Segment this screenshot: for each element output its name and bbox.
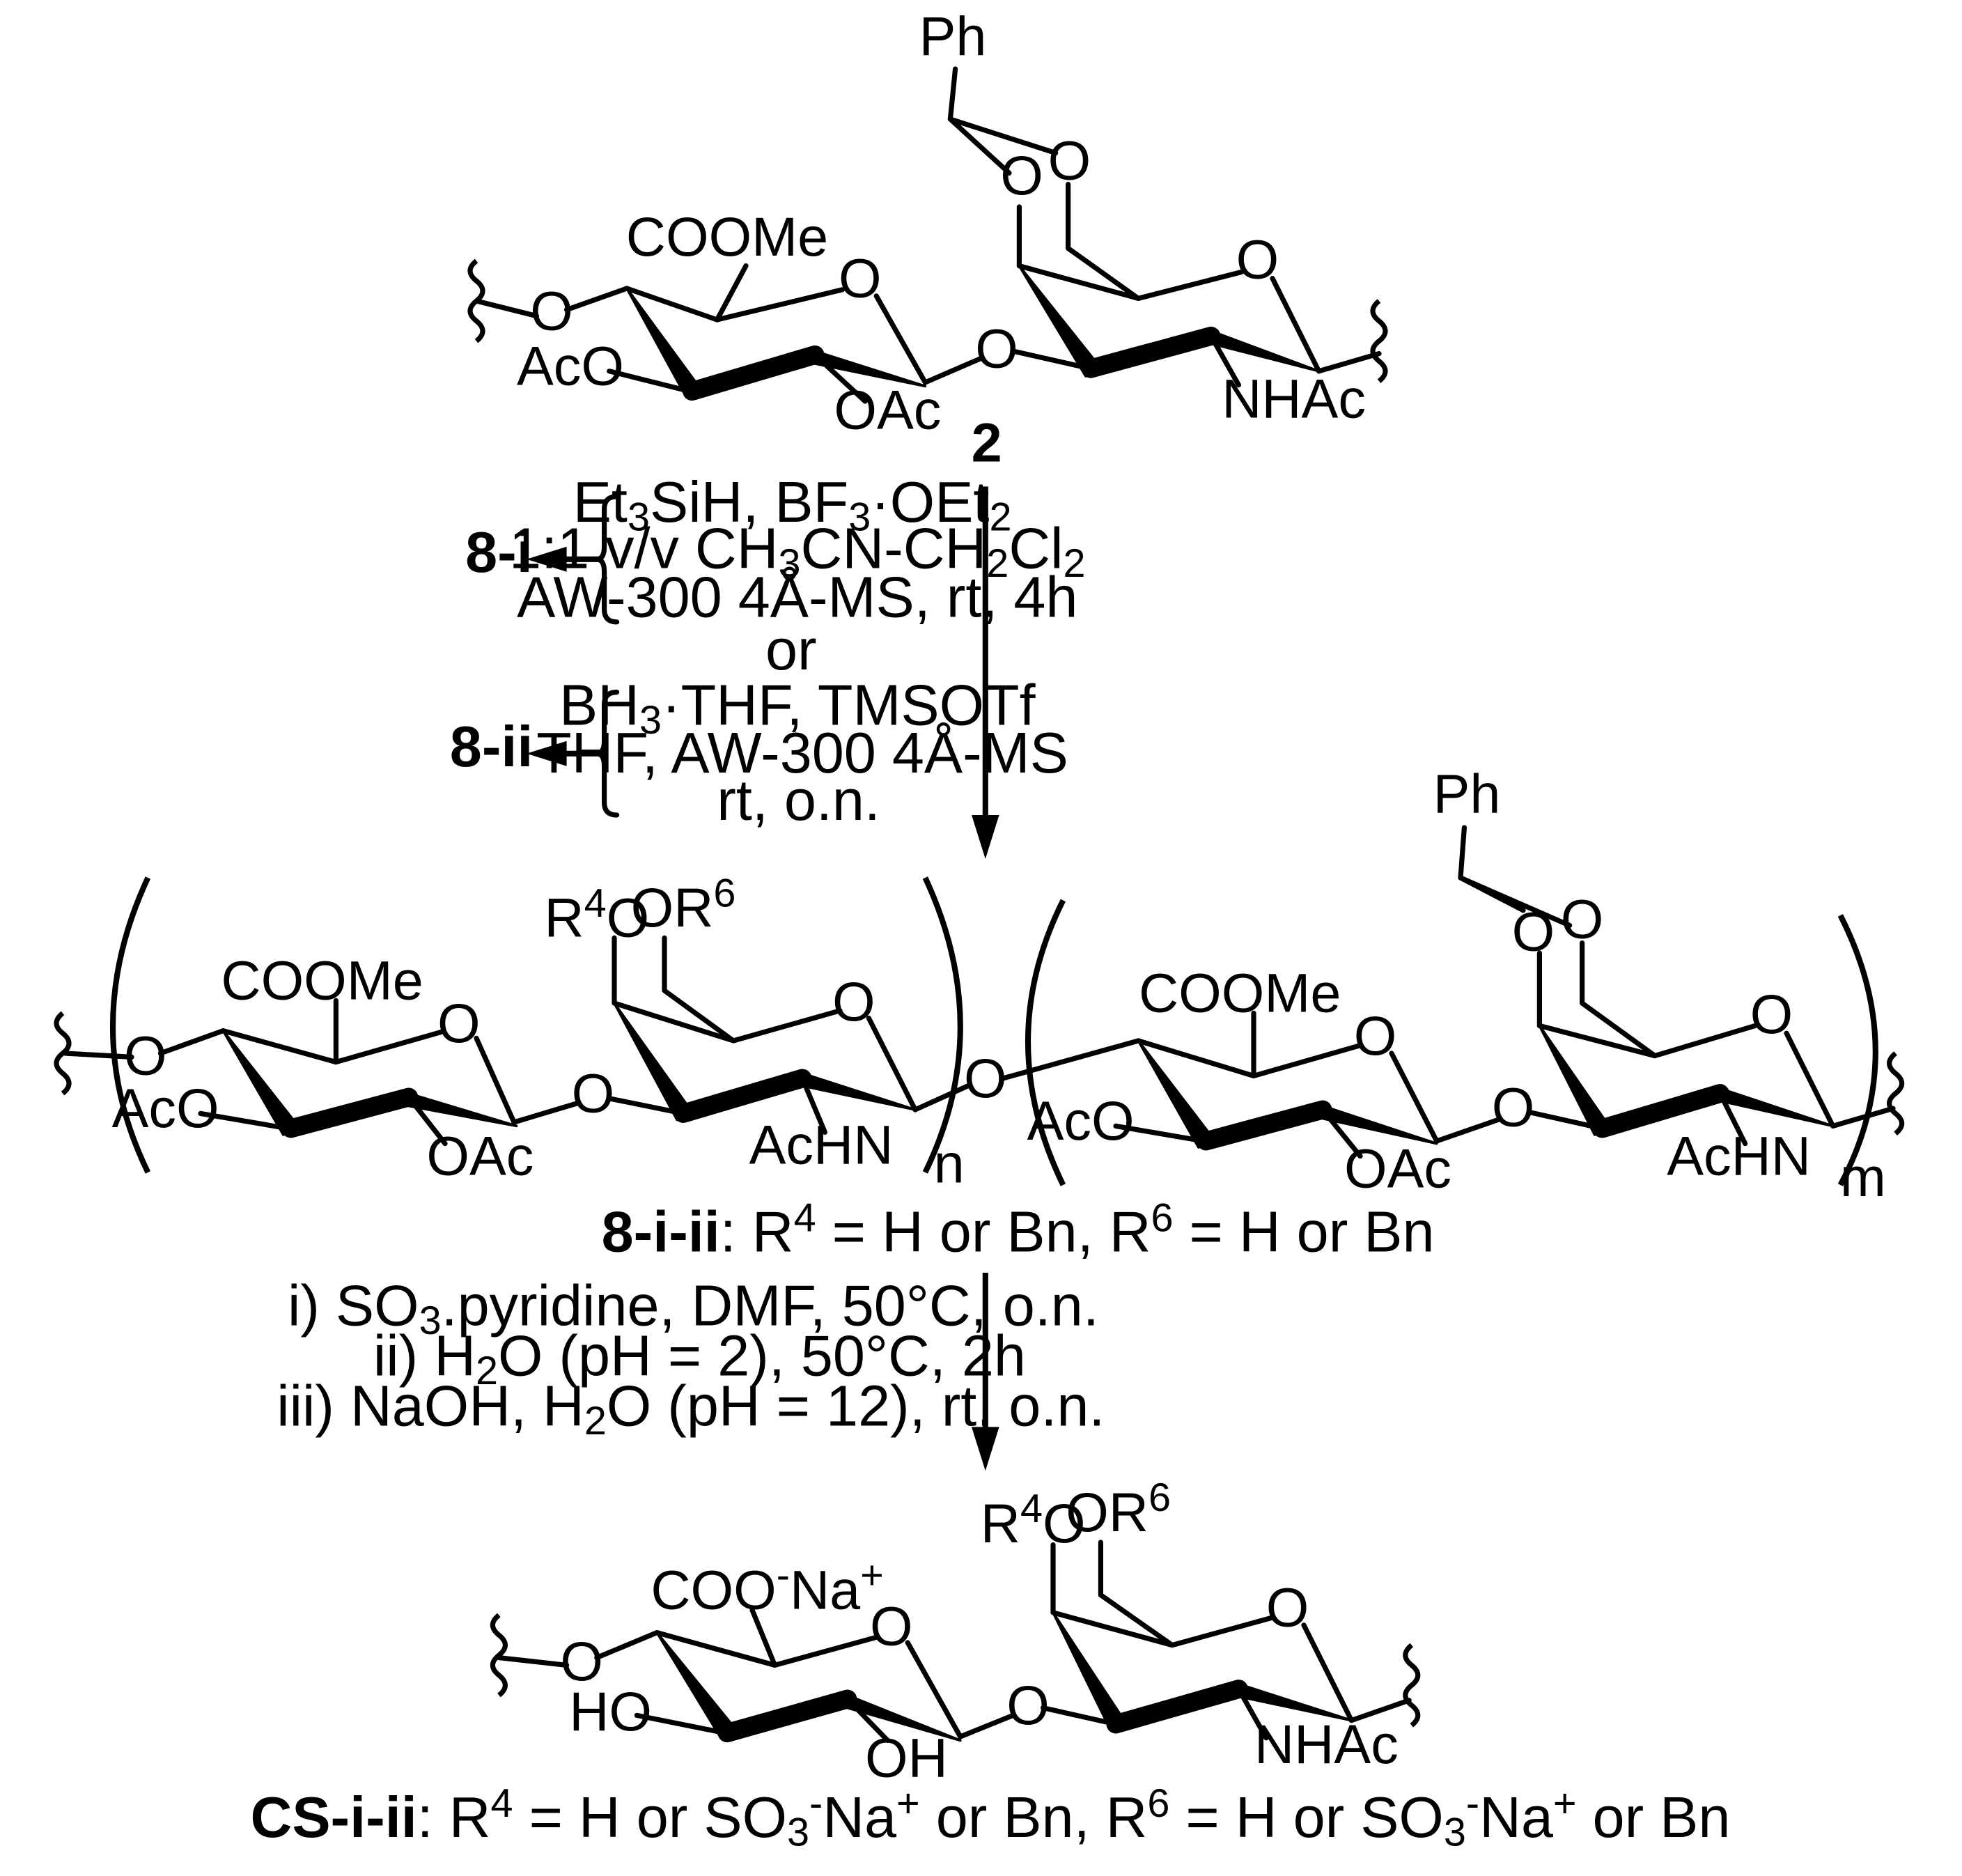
compound-2-labels: Ph O O COOMe O O O O AcO OAc NHAc 2 bbox=[517, 5, 1366, 473]
label-r4o: R4O bbox=[544, 881, 649, 949]
cond-8i-line1: Et3SiH, BF3·OEt2 bbox=[573, 470, 1012, 540]
label-o-acetal1: O bbox=[1000, 144, 1043, 206]
label-oac-c: OAc bbox=[1344, 1138, 1451, 1200]
cond-8i-line2: 1:1 v/v CH3CN-CH2Cl2 bbox=[509, 515, 1086, 586]
paren-n-close bbox=[922, 876, 963, 1174]
cond-8i-line3: AW-300 4Å-MS, rt, 4h bbox=[517, 565, 1077, 630]
label-ph-d: Ph bbox=[1433, 762, 1501, 824]
cond2-line3: iii) NaOH, H2O (pH = 12), rt, o.n. bbox=[277, 1374, 1105, 1444]
label-m: m bbox=[1840, 1146, 1886, 1208]
label-oac-a: OAc bbox=[426, 1125, 534, 1187]
label-coona: COO-Na+ bbox=[651, 1553, 883, 1621]
label-o-ring-b: O bbox=[1236, 228, 1279, 290]
label-o-c-ring: O bbox=[1354, 1005, 1397, 1067]
label-o-link: O bbox=[964, 1047, 1007, 1109]
step2-conditions: i) SO3.pyridine, DMF, 50°C, o.n. ii) H2O… bbox=[277, 1273, 1105, 1444]
label-nhac: NHAc bbox=[1222, 367, 1366, 429]
wavy-bond-right-cs bbox=[1403, 1643, 1421, 1728]
label-r4o-cs: R4O bbox=[981, 1487, 1086, 1554]
label-o-glycosidic-cs: O bbox=[1006, 1674, 1050, 1736]
label-aco-a: AcO bbox=[112, 1077, 219, 1139]
label-o-a-left: O bbox=[124, 1025, 167, 1087]
label-or6-cs: OR6 bbox=[1066, 1475, 1171, 1543]
brace-8ii bbox=[594, 689, 620, 818]
step1-arrows bbox=[527, 486, 999, 859]
label-aco: AcO bbox=[517, 335, 624, 397]
label-aco-c: AcO bbox=[1027, 1090, 1135, 1152]
compound-2-structure bbox=[467, 66, 1388, 404]
label-achn-d: AcHN bbox=[1667, 1125, 1811, 1187]
cond-8ii-line3: rt, o.n. bbox=[717, 768, 880, 832]
label-oh: OH bbox=[865, 1727, 948, 1789]
brace-8i bbox=[594, 494, 620, 625]
label-o-b-ring: O bbox=[832, 970, 875, 1032]
product-8i: 8-i bbox=[465, 520, 533, 584]
compound-8-structure bbox=[54, 825, 1905, 1186]
label-achn-b: AcHN bbox=[749, 1113, 894, 1175]
label-o-ring-a: O bbox=[839, 247, 882, 309]
label-o-acetal2: O bbox=[1048, 129, 1091, 191]
label-o-a-ring: O bbox=[437, 992, 481, 1054]
label-n: n bbox=[934, 1132, 965, 1194]
cond2-line2: ii) H2O (pH = 2), 50°C, 2h bbox=[373, 1324, 1026, 1394]
label-or6: OR6 bbox=[631, 871, 736, 938]
wavy-bond-right-8 bbox=[1887, 1051, 1905, 1136]
label-ho: HO bbox=[569, 1680, 652, 1742]
compound-cs-labels: R4O OR6 COO-Na+ O O O O HO OH NHAc CS-i-… bbox=[251, 1475, 1731, 1855]
caption-cs-i-ii: CS-i-ii: R4 = H or SO3-Na+ or Bn, R6 = H… bbox=[251, 1781, 1731, 1854]
label-o-a-glycosidic: O bbox=[572, 1062, 615, 1124]
label-coome: COOMe bbox=[626, 206, 828, 268]
cond-8ii-line2: THF, AW-300 4Å-MS bbox=[536, 720, 1068, 785]
cond-8ii-line1: BH3·THF, TMSOTf bbox=[559, 672, 1036, 743]
step2-arrow bbox=[972, 1272, 999, 1471]
wavy-bond-left-cs bbox=[490, 1613, 508, 1698]
label-o-left-cs: O bbox=[560, 1630, 603, 1692]
product-8ii: 8-ii bbox=[450, 714, 534, 779]
label-o-d-ring: O bbox=[1750, 983, 1793, 1045]
label-o-d-acetal2: O bbox=[1561, 887, 1604, 949]
label-coome-c: COOMe bbox=[1139, 962, 1341, 1024]
label-ph: Ph bbox=[919, 5, 987, 67]
label-coome-a: COOMe bbox=[221, 949, 423, 1011]
compound-number-2: 2 bbox=[972, 411, 1002, 473]
label-nhac-cs: NHAc bbox=[1254, 1713, 1399, 1775]
or-text: or bbox=[765, 617, 817, 682]
label-o-ring-b-cs: O bbox=[1266, 1576, 1309, 1638]
label-o-glycosidic: O bbox=[975, 317, 1018, 379]
paren-m-open bbox=[1025, 899, 1066, 1186]
compound-8-labels: R4O OR6 COOMe O O AcO OAc O O AcHN n O C… bbox=[112, 762, 1886, 1264]
label-o-d-acetal1: O bbox=[1512, 900, 1555, 962]
step1-conditions: 8-i Et3SiH, BF3·OEt2 1:1 v/v CH3CN-CH2Cl… bbox=[450, 470, 1086, 832]
compound-cs-structure bbox=[490, 1540, 1421, 1743]
label-o-c-glycosidic: O bbox=[1492, 1076, 1535, 1138]
cond2-line1: i) SO3.pyridine, DMF, 50°C, o.n. bbox=[288, 1273, 1099, 1344]
paren-n-open bbox=[109, 876, 151, 1174]
label-oac: OAc bbox=[834, 379, 941, 441]
label-o-ring-a-cs: O bbox=[870, 1595, 913, 1657]
paren-m-close bbox=[1837, 914, 1878, 1186]
label-o-left: O bbox=[530, 279, 573, 341]
wavy-bond-right bbox=[1370, 299, 1388, 384]
caption-8-i-ii: 8-i-ii: R4 = H or Bn, R6 = H or Bn bbox=[602, 1196, 1435, 1264]
